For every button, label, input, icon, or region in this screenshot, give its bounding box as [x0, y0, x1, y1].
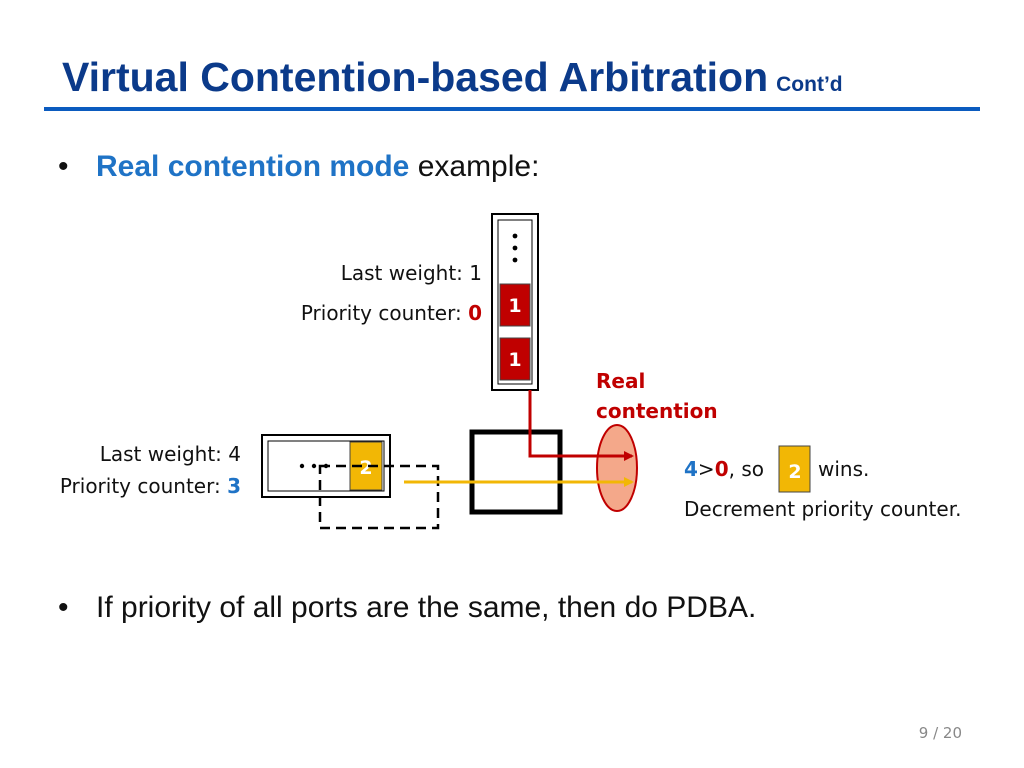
virtual-buffer [318, 464, 440, 530]
result-wins: wins. [818, 457, 870, 481]
real-contention-label: Real contention [596, 366, 718, 426]
bullet-1-accent: Real contention mode [96, 150, 410, 183]
bullet-marker: • [58, 150, 69, 183]
left-priority-counter: Priority counter: 3 [60, 474, 241, 498]
real-contention-line1: Real [596, 369, 646, 393]
bullet-1-text: example: [409, 150, 540, 183]
top-flit-2 [499, 337, 531, 381]
left-last-weight: Last weight: 4 [99, 442, 241, 466]
top-priority-value: 0 [468, 301, 482, 325]
top-buffer-ellipsis [512, 233, 518, 263]
top-priority-label: Priority counter: [300, 301, 469, 325]
real-contention-line2: contention [596, 399, 718, 423]
top-flit-1-label: 1 [508, 295, 521, 317]
bullet-2: If priority of all ports are the same, t… [96, 591, 757, 624]
result-line-1: 4>0, so [684, 457, 764, 481]
result-line-2: Decrement priority counter. [684, 497, 962, 521]
top-last-weight: Last weight: 1 [340, 261, 482, 285]
title-underline [44, 107, 980, 111]
bullet-marker: • [58, 591, 69, 624]
top-flit-2-label: 1 [508, 349, 521, 371]
result-gt: > [697, 457, 715, 481]
result-value-b: 0 [714, 457, 729, 481]
slide-title-main: Virtual Contention-based Arbitration [62, 54, 769, 100]
top-flit-1 [499, 283, 531, 327]
top-priority-counter: Priority counter: 0 [301, 301, 482, 325]
contention-ellipse [596, 424, 638, 512]
left-flit-label: 2 [359, 457, 372, 479]
router-box [469, 429, 563, 515]
result-so: , so [728, 457, 764, 481]
slide-title: Virtual Contention-based Arbitration Cont… [62, 54, 843, 101]
slide-title-sub: Cont’d [776, 73, 843, 96]
top-input-buffer-inner [497, 219, 533, 385]
result-flit-label: 2 [788, 461, 801, 483]
left-priority-value: 3 [227, 474, 241, 498]
red-request-arrow [528, 390, 634, 461]
page-number: 9 / 20 [918, 724, 962, 742]
left-priority-label: Priority counter: [59, 474, 228, 498]
result-value-a: 4 [684, 457, 698, 481]
result-flit [778, 445, 811, 493]
bullet-1: Real contention mode example: [96, 150, 539, 184]
